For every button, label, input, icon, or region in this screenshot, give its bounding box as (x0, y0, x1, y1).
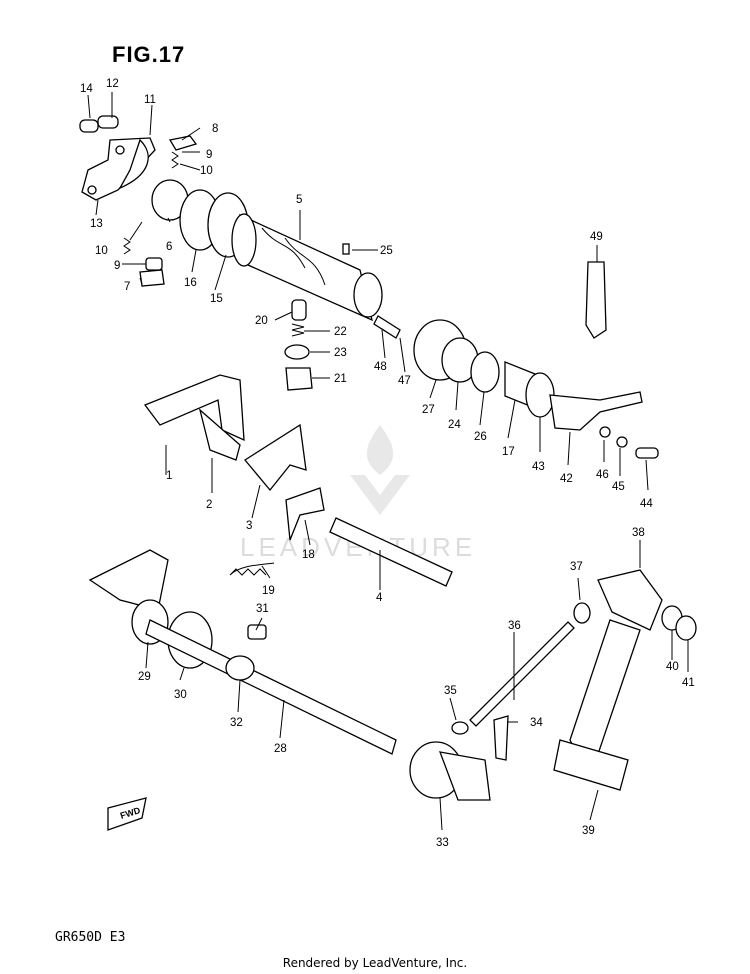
part-label-39: 39 (582, 825, 595, 837)
part-label-21: 21 (334, 373, 347, 385)
part-label-14: 14 (80, 83, 93, 95)
part-label-32: 32 (230, 717, 243, 729)
part-label-43: 43 (532, 461, 545, 473)
part-label-18: 18 (302, 549, 315, 561)
part-label-26: 26 (474, 431, 487, 443)
part-label-3: 3 (246, 520, 252, 532)
part-label-44: 44 (640, 498, 653, 510)
model-code: GR650D E3 (55, 930, 126, 945)
part-label-37: 37 (570, 561, 583, 573)
part-label-11: 11 (144, 94, 156, 106)
leadventure-watermark-logo (350, 425, 410, 515)
part-label-23: 23 (334, 347, 347, 359)
part-label-2: 2 (206, 499, 212, 511)
footer-credit: Rendered by LeadVenture, Inc. (282, 956, 468, 970)
part-label-10b: 10 (95, 245, 108, 257)
part-label-27: 27 (422, 404, 435, 416)
part-label-36: 36 (508, 620, 521, 632)
part-label-47: 47 (398, 375, 411, 387)
part-label-35: 35 (444, 685, 457, 697)
part-label-48: 48 (374, 361, 387, 373)
part-label-41: 41 (682, 677, 695, 689)
part-label-33: 33 (436, 837, 449, 849)
part-label-22: 22 (334, 326, 347, 338)
part-label-49: 49 (590, 231, 603, 243)
part-label-9b: 9 (114, 260, 120, 272)
part-label-24: 24 (448, 419, 461, 431)
part-label-40: 40 (666, 661, 679, 673)
part-label-7: 7 (124, 281, 130, 293)
part-label-10a: 10 (200, 165, 213, 177)
part-label-25: 25 (380, 245, 393, 257)
part-label-28: 28 (274, 743, 287, 755)
part-label-4: 4 (376, 592, 383, 604)
part-label-29: 29 (138, 671, 151, 683)
part-label-31: 31 (256, 603, 269, 615)
part-label-12: 12 (106, 78, 119, 90)
part-label-38: 38 (632, 527, 645, 539)
drawing: FWD (79, 92, 697, 831)
part-label-17: 17 (502, 446, 515, 458)
part-label-46: 46 (596, 469, 609, 481)
part-label-30: 30 (174, 689, 187, 701)
part-label-19: 19 (262, 585, 275, 597)
part-label-8: 8 (212, 123, 218, 135)
part-label-1: 1 (166, 470, 172, 482)
part-label-6: 6 (166, 241, 172, 253)
part-label-9a: 9 (206, 149, 212, 161)
part-label-34: 34 (530, 717, 543, 729)
part-label-20: 20 (255, 315, 268, 327)
part-label-42: 42 (560, 473, 573, 485)
part-label-45: 45 (612, 481, 625, 493)
part-label-13: 13 (90, 218, 103, 230)
figure-title: FIG.17 (112, 42, 186, 67)
part-label-15: 15 (210, 293, 223, 305)
part-label-16: 16 (184, 277, 197, 289)
part-labels: 1 2 3 4 5 6 7 8 9 9 10 10 11 12 13 14 15… (80, 78, 695, 849)
part-label-5: 5 (296, 194, 302, 206)
